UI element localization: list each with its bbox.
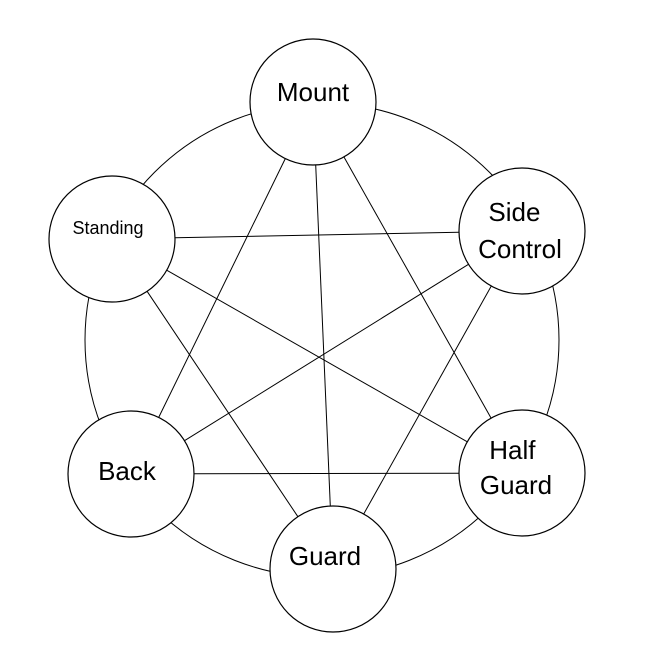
edge-mount-back: [158, 158, 286, 418]
node-guard-circle: [269, 505, 397, 633]
node-mount-circle: [249, 38, 377, 166]
node-mount-label-line-1: Mount: [277, 77, 350, 107]
node-guard-label: Guard: [289, 541, 361, 571]
node-back-label-line-1: Back: [98, 456, 157, 486]
node-back-circle: [67, 410, 195, 538]
node-standing-circle: [48, 175, 176, 303]
edge-standing-side-control: [174, 231, 460, 239]
node-mount: Mount: [249, 38, 377, 166]
node-mount-label: Mount: [277, 77, 350, 107]
node-half-guard-label: Half Guard: [480, 435, 552, 500]
node-side-control-label: Side Control: [478, 197, 562, 264]
node-side-control-circle: [458, 167, 586, 295]
node-side-control-label-line-2: Control: [478, 234, 562, 264]
node-half-guard-label-line-1: Half: [489, 435, 536, 465]
node-half-guard-label-line-2: Guard: [480, 470, 552, 500]
node-guard-label-line-1: Guard: [289, 541, 361, 571]
node-half-guard: Half Guard: [458, 409, 586, 537]
node-standing-label: Standing: [72, 218, 143, 238]
edge-mount-guard: [315, 164, 331, 507]
edge-back-half-guard: [193, 472, 460, 475]
node-half-guard-circle: [458, 409, 586, 537]
node-standing-label-line-1: Standing: [72, 218, 143, 238]
node-side-control: Side Control: [458, 167, 586, 295]
node-back: Back: [67, 410, 195, 538]
node-side-control-label-line-1: Side: [488, 197, 540, 227]
node-guard: Guard: [269, 505, 397, 633]
edge-side-control-guard: [363, 285, 492, 515]
node-standing: Standing: [48, 175, 176, 303]
edge-group: [146, 156, 492, 517]
edge-mount-half-guard: [343, 156, 492, 419]
edge-side-control-back: [184, 263, 469, 442]
node-back-label: Back: [98, 456, 157, 486]
edge-standing-guard: [146, 291, 299, 517]
edge-standing-half-guard: [166, 269, 468, 443]
